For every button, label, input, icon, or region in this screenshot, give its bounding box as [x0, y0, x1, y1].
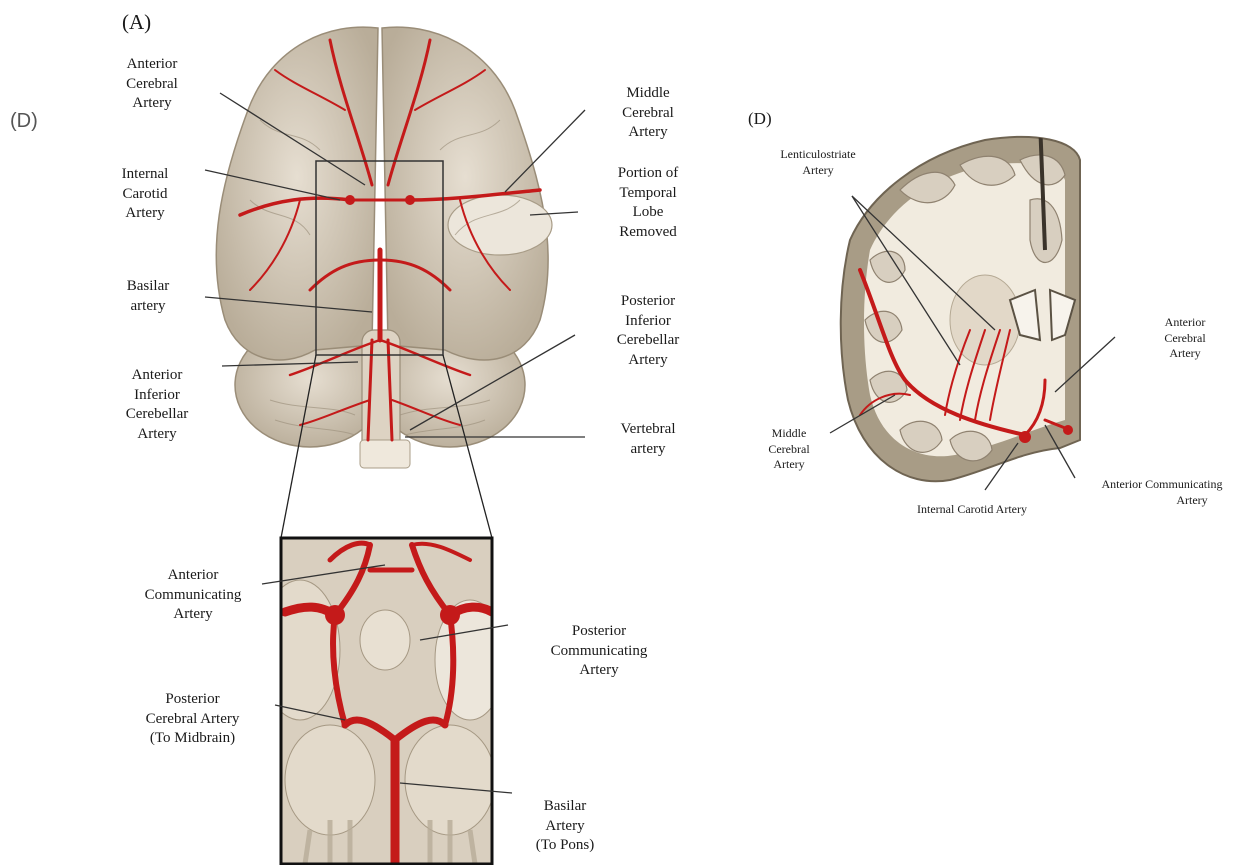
- carotid-stump-left: [345, 195, 355, 205]
- inset-circle-of-willis: [260, 538, 505, 864]
- right-hemisphere: [382, 27, 548, 360]
- label-internal-carotid-artery-d: Internal Carotid Artery: [897, 502, 1047, 518]
- temporal-lobe-cut: [448, 195, 552, 255]
- carotid-stump-right: [405, 195, 415, 205]
- panel-d-label: (D): [748, 108, 772, 130]
- spinal-cord: [360, 440, 410, 468]
- coronal-section-illustration: [841, 120, 1080, 481]
- panel-a-label: (A): [122, 9, 151, 36]
- outer-panel-label: (D): [10, 108, 38, 134]
- ventral-brain-illustration: [216, 27, 552, 538]
